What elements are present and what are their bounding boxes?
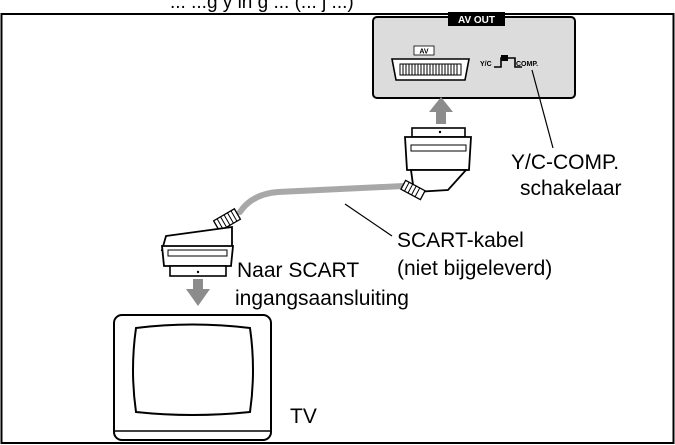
switch-comp-label: COMP. bbox=[516, 61, 538, 68]
plug-bottom-strain-relief bbox=[212, 207, 242, 233]
arrow-up-shaft bbox=[436, 110, 446, 124]
switch-label-line1: Y/C-COMP. bbox=[511, 151, 620, 174]
top-caption-cropped: ... ...g y in g ... (... j ...) bbox=[170, 0, 354, 13]
tv-screen bbox=[132, 323, 254, 416]
av-out-title-tag bbox=[448, 12, 505, 26]
switch-yc-label: Y/C bbox=[480, 61, 492, 68]
arrow-up-head bbox=[429, 97, 453, 112]
arrow-down-to-tv bbox=[186, 279, 210, 306]
plug-top-strain-relief bbox=[400, 179, 426, 201]
arrow-down-shaft bbox=[193, 279, 203, 291]
av-port-tag bbox=[413, 45, 435, 56]
tv-set bbox=[113, 314, 272, 441]
cable-label-line2: (niet bijgeleverd) bbox=[397, 257, 553, 280]
av-out-title: AV OUT bbox=[458, 15, 495, 26]
scart-plug-tv-side bbox=[160, 207, 242, 277]
av-scart-pin-lines bbox=[402, 64, 458, 75]
arrow-up-to-device bbox=[429, 97, 453, 124]
scart-cable bbox=[237, 183, 407, 215]
plug-top-dot bbox=[438, 130, 442, 134]
switch-knob bbox=[501, 55, 508, 61]
leader-switch bbox=[531, 69, 554, 149]
plug-bottom-band bbox=[167, 249, 228, 257]
arrow-down-head bbox=[186, 289, 210, 306]
panel-body bbox=[372, 16, 576, 99]
leader-cable bbox=[344, 203, 393, 237]
input-label-line2: ingangsaansluiting bbox=[235, 287, 409, 310]
scart-plug-device-side bbox=[400, 127, 472, 201]
switch-label-line2: schakelaar bbox=[520, 177, 622, 200]
cable-label-line1: SCART-kabel bbox=[397, 229, 524, 252]
av-port-label: AV bbox=[419, 49, 429, 56]
plug-top-band bbox=[410, 144, 467, 152]
plug-top-contact-tip bbox=[411, 127, 466, 138]
plug-top-body bbox=[404, 136, 472, 171]
device-rear-panel: AV OUT AV Y/C COMP. bbox=[372, 12, 576, 99]
input-label-line1: Naar SCART bbox=[237, 259, 360, 282]
plug-bottom-dot bbox=[196, 270, 200, 274]
tv-label: TV bbox=[290, 405, 317, 428]
